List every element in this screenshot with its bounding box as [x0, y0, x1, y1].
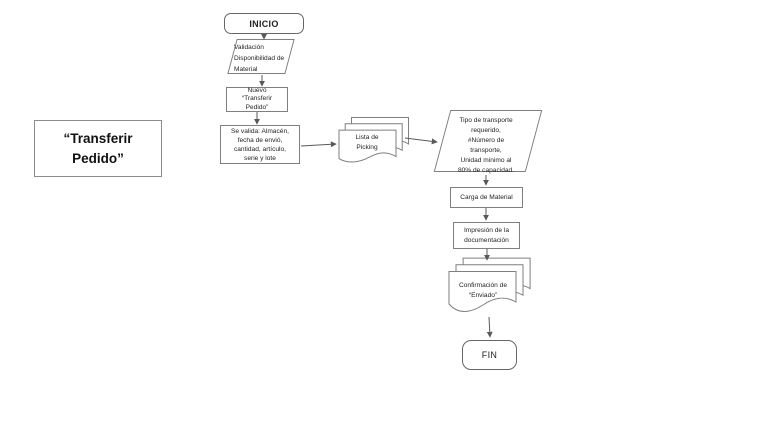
node-impresion: Impresión de la documentación [453, 222, 520, 249]
node-carga-material: Carga de Material [450, 187, 523, 208]
nuevo-transferir-label: Nuevo “Transferir Pedido” [241, 86, 273, 111]
document-page [338, 129, 397, 163]
confirmacion-doc-stack [448, 257, 531, 312]
arrow-sevalida-to-lista [300, 141, 337, 148]
document-page [448, 271, 517, 312]
node-nuevo-transferir: Nuevo “Transferir Pedido” [226, 87, 288, 112]
confirmacion-label: Confirmación de “Enviado” [458, 282, 507, 299]
arrow-lista-to-tipo [404, 137, 438, 145]
node-validacion-label: Validación Disponibilidad de Material [234, 44, 285, 73]
node-inicio: INICIO [224, 13, 304, 34]
fin-label: FIN [481, 350, 498, 360]
inicio-label: INICIO [249, 18, 279, 29]
carga-material-label: Carga de Material [460, 194, 513, 201]
transferir-pedido-title-box: “Transferir Pedido” [34, 120, 162, 177]
arrow-confirmacion-to-fin [486, 316, 493, 338]
lista-picking-label: Lista de Picking [355, 134, 379, 151]
lista-picking-doc-stack [338, 117, 409, 163]
transferir-pedido-title: “Transferir Pedido” [63, 130, 133, 166]
impresion-label: Impresión de la documentación [463, 226, 510, 244]
se-valida-label: Se valida: Almacén, fecha de envió, cant… [231, 127, 289, 162]
node-fin: FIN [462, 340, 517, 370]
node-tipo-transporte-label: Tipo de transporte requerido, #Número de… [457, 117, 515, 174]
node-se-valida: Se valida: Almacén, fecha de envió, cant… [220, 125, 300, 164]
